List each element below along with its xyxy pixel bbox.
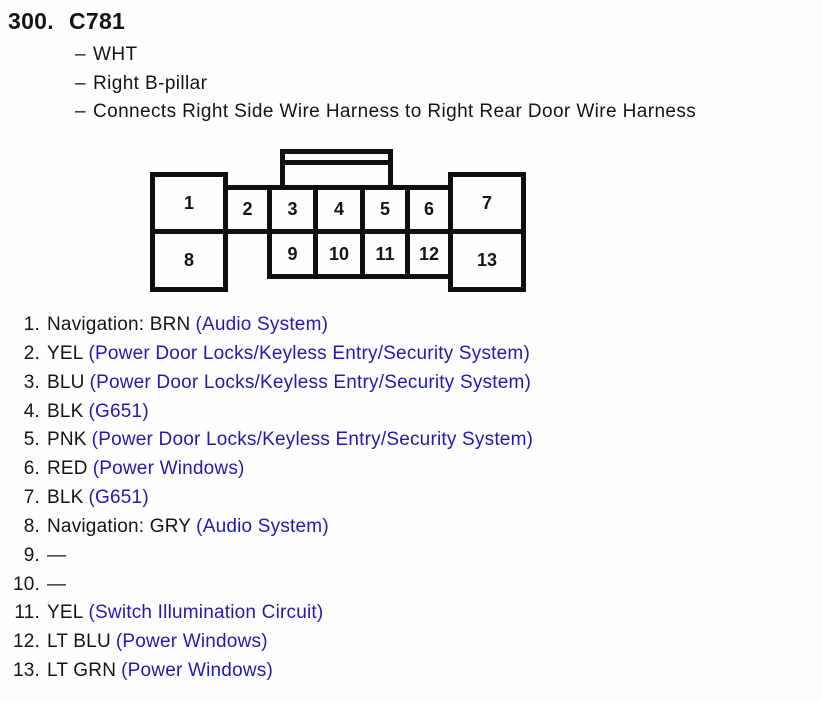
detail-text: WHT [93, 44, 138, 65]
connector-cell-group-right: 7 13 [448, 172, 526, 292]
pin-circuit-link[interactable]: (Power Door Locks/Keyless Entry/Security… [89, 371, 532, 393]
cavity-number: 2 [242, 199, 253, 219]
pin-row-8: 8. Navigation: GRY(Audio System) [12, 513, 533, 542]
pin-circuit-link[interactable]: (Switch Illumination Circuit) [88, 602, 324, 624]
pin-wire-label: Navigation: GRY [47, 515, 192, 537]
pin-list: 1.Navigation: BRN(Audio System) 2.YEL(Po… [12, 311, 533, 686]
pin-row-4: 4. BLK(G651) [12, 398, 533, 427]
connector-cavity-2: 2 [223, 185, 272, 234]
pin-wire-label: — [47, 573, 67, 595]
connector-cavity-1: 1 [155, 177, 223, 234]
detail-function: –Connects Right Side Wire Harness to Rig… [75, 98, 696, 127]
connector-cavity-9: 9 [267, 229, 318, 279]
detail-text: Connects Right Side Wire Harness to Righ… [93, 101, 697, 122]
pin-wire-label: PNK [47, 429, 87, 451]
pin-row-12: 12. LT BLU(Power Windows) [12, 628, 533, 657]
connector-cavity-6: 6 [405, 185, 453, 234]
latch-tab-line [285, 160, 388, 165]
connector-cavity-7: 7 [453, 177, 521, 234]
pin-wire-label: BLK [47, 487, 84, 509]
pin-circuit-link[interactable]: (Power Door Locks/Keyless Entry/Security… [88, 342, 530, 364]
pin-number: 1. [23, 314, 40, 335]
pin-wire-label: YEL [47, 602, 84, 624]
pin-number: 12. [12, 631, 40, 653]
detail-text: Right B-pillar [93, 72, 208, 94]
connector-id: C781 [68, 8, 126, 34]
connector-cavity-11: 11 [360, 229, 410, 279]
pin-circuit-link[interactable]: (Power Door Locks/Keyless Entry/Security… [91, 429, 534, 451]
pin-circuit-link[interactable]: (Audio System) [195, 314, 329, 335]
pin-wire-label: LT GRN [47, 660, 117, 682]
connector-cavity-12: 12 [405, 229, 453, 279]
pin-circuit-link[interactable]: (G651) [88, 487, 149, 509]
page-title: 300. C781 [8, 8, 125, 35]
pin-circuit-link[interactable]: (Audio System) [196, 515, 329, 537]
cavity-number: 6 [423, 199, 434, 219]
pin-number: 4. [23, 400, 40, 422]
pin-row-7: 7. BLK(G651) [12, 484, 533, 513]
pin-row-2: 2. YEL(Power Door Locks/Keyless Entry/Sec… [12, 340, 533, 369]
cavity-number: 11 [375, 243, 395, 264]
cavity-number: 10 [328, 243, 350, 264]
pin-row-6: 6. RED(Power Windows) [12, 455, 533, 484]
connector-cavity-13: 13 [453, 234, 521, 287]
pin-wire-label: BLK [47, 400, 84, 422]
pin-number: 7. [23, 487, 40, 509]
item-number: 300. [8, 8, 54, 34]
cavity-number: 13 [476, 250, 498, 270]
cavity-number: 4 [333, 199, 344, 219]
pin-row-11: 11. YEL(Switch Illumination Circuit) [12, 599, 533, 628]
pin-number: 11. [14, 602, 40, 624]
pin-number: 9. [23, 544, 40, 566]
pin-circuit-link[interactable]: (G651) [88, 400, 149, 422]
pin-circuit-link[interactable]: (Power Windows) [121, 660, 273, 682]
connector-cavity-3: 3 [267, 185, 318, 234]
detail-location: –Right B-pillar [75, 70, 696, 99]
connector-cavity-5: 5 [360, 185, 410, 234]
connector-cavity-10: 10 [313, 229, 365, 279]
pin-wire-label: — [47, 544, 67, 566]
detail-color: –WHT [75, 41, 696, 70]
pin-number: 10. [12, 573, 40, 595]
dash-bullet: – [75, 101, 86, 122]
cavity-number: 9 [287, 243, 298, 264]
pin-wire-label: LT BLU [47, 631, 111, 653]
pin-circuit-link[interactable]: (Power Windows) [115, 631, 268, 653]
cavity-number: 8 [183, 250, 194, 270]
pin-number: 3. [23, 371, 40, 393]
pin-number: 5. [23, 429, 40, 451]
connector-details: –WHT –Right B-pillar –Connects Right Sid… [75, 41, 696, 127]
pin-row-5: 5. PNK(Power Door Locks/Keyless Entry/Sec… [12, 426, 533, 455]
cavity-number: 3 [287, 199, 298, 219]
dash-bullet: – [75, 44, 86, 65]
pin-row-1: 1. Navigation: BRN(Audio System) [12, 311, 533, 340]
pin-row-9: 9. — [12, 542, 533, 571]
cavity-number: 1 [183, 192, 194, 213]
pin-number: 13. [12, 660, 40, 682]
pin-number: 2. [23, 342, 40, 364]
cavity-number: 7 [481, 192, 492, 213]
pin-row-3: 3. BLU(Power Door Locks/Keyless Entry/Sec… [12, 369, 533, 398]
connector-cavity-8: 8 [155, 234, 223, 287]
pin-wire-label: YEL [47, 342, 84, 364]
pin-circuit-link[interactable]: (Power Windows) [92, 458, 245, 480]
pin-wire-label: Navigation: BRN [47, 314, 191, 335]
pin-row-10: 10. — [12, 571, 533, 600]
pin-number: 6. [23, 458, 40, 480]
pin-number: 8. [23, 515, 40, 537]
pin-wire-label: BLU [47, 371, 85, 393]
dash-bullet: – [75, 72, 86, 94]
pin-row-13: 13. LT GRN(Power Windows) [12, 657, 533, 686]
cavity-number: 12 [418, 243, 440, 264]
connector-latch-tab [280, 149, 393, 190]
connector-cell-group-left: 1 8 [150, 172, 228, 292]
cavity-number: 5 [379, 199, 390, 219]
connector-cavity-4: 4 [313, 185, 365, 234]
pin-wire-label: RED [47, 458, 88, 480]
